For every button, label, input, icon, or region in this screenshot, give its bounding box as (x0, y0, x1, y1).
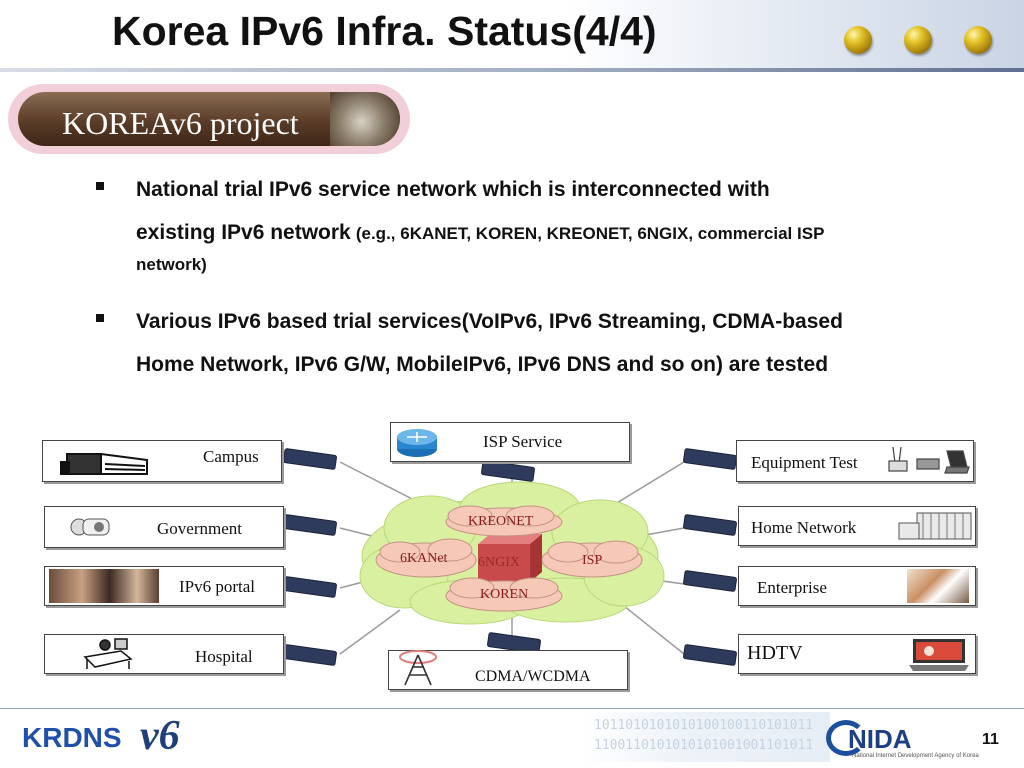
router-devices (283, 448, 737, 666)
bullet-item: National trial IPv6 service network whic… (96, 168, 1016, 280)
binary-text: 1011010101010100100110101011 (594, 718, 814, 733)
slide-title: Korea IPv6 Infra. Status(4/4) (112, 8, 657, 54)
node-isp-service: ISP Service (390, 422, 630, 462)
nida-logo: NIDA (848, 724, 912, 754)
square-bullet-icon (96, 314, 104, 322)
node-hospital: Hospital (44, 634, 284, 674)
gold-ball-icon (964, 26, 992, 54)
node-label: Equipment Test (751, 453, 858, 472)
node-enterprise: Enterprise (738, 566, 976, 606)
router-cylinder-icon (397, 429, 437, 457)
cloud-label: KOREN (480, 587, 529, 602)
router-icon (683, 570, 737, 592)
router-icon (283, 514, 337, 536)
node-label: HDTV (747, 642, 803, 664)
diagram-lines (283, 448, 737, 666)
enterprise-photo-icon (907, 569, 969, 603)
node-label: Government (157, 519, 242, 538)
cloud-label: KREONET (468, 514, 534, 529)
project-pill (18, 92, 400, 146)
router-icon (683, 644, 737, 666)
antenna-tower-icon (399, 650, 437, 686)
cloud-label: 6NGIX (478, 555, 520, 570)
router-icon (683, 514, 737, 536)
node-label: IPv6 portal (179, 577, 256, 596)
bullet-item: Various IPv6 based trial services(VoIPv6… (96, 300, 1016, 386)
krdns-v6-logo: v6 (140, 713, 180, 759)
router-icon (283, 644, 337, 666)
router-icon (481, 460, 535, 482)
koren-cloud (445, 577, 563, 612)
gold-ball-icon (844, 26, 872, 54)
gold-ball-icon (904, 26, 932, 54)
project-label: KOREAv6 project (62, 105, 299, 141)
6ngix-cube (478, 534, 542, 582)
cloud-label: 6KANet (400, 551, 448, 566)
page-number: 11 (982, 731, 999, 748)
bullet-note: (e.g., 6KANET, KOREN, KREONET, 6NGIX, co… (355, 224, 825, 243)
krdns-logo: KRDNS (22, 722, 122, 753)
cloud-label: ISP (582, 553, 603, 568)
portal-photo-icon (49, 569, 159, 603)
header-rule (0, 68, 1024, 72)
node-ipv6-portal: IPv6 portal (44, 566, 284, 606)
tv-icon (909, 639, 969, 671)
router-icon (683, 448, 737, 470)
nida-subtitle: National Internet Development Agency of … (852, 753, 979, 759)
router-icon (283, 448, 337, 470)
campus-building-icon (60, 452, 148, 475)
bullet-note: network) (136, 255, 207, 274)
network-equipment-icon (888, 446, 970, 474)
bullet-text: Various IPv6 based trial services(VoIPv6… (136, 310, 843, 333)
kreonet-cloud (445, 505, 563, 537)
node-label: Home Network (751, 518, 857, 537)
bullet-list: National trial IPv6 service network whic… (96, 168, 1016, 386)
isp-cloud (541, 540, 643, 578)
apartment-building-icon (898, 512, 972, 540)
node-home-network: Home Network (738, 506, 976, 546)
bullet-text: existing IPv6 network (136, 221, 351, 244)
node-label: ISP Service (483, 432, 563, 451)
node-government: Government (44, 506, 284, 548)
node-cdma-wcdma: CDMA/WCDMA (388, 650, 628, 690)
footer-rule (0, 708, 1024, 709)
binary-text: 1100110101010101001001101011 (594, 738, 814, 753)
nida-ring-icon (826, 720, 866, 756)
6kanet-cloud (375, 538, 477, 578)
node-hdtv: HDTV (738, 634, 976, 674)
router-icon (283, 576, 337, 598)
node-campus: Campus (42, 440, 282, 482)
hospital-bed-icon (83, 638, 133, 669)
square-bullet-icon (96, 182, 104, 190)
node-label: Campus (203, 447, 259, 466)
bullet-text: Home Network, IPv6 G/W, MobileIPv6, IPv6… (136, 353, 829, 376)
bullet-text: National trial IPv6 service network whic… (136, 178, 770, 201)
node-label: CDMA/WCDMA (475, 668, 591, 685)
project-photo-icon (330, 92, 400, 146)
camera-icon (70, 518, 110, 536)
footer-binary-band (580, 712, 830, 762)
router-icon (487, 632, 541, 654)
node-label: Enterprise (757, 578, 827, 597)
network-diagram: Campus Government IPv6 portal Hospital (0, 410, 1024, 705)
node-label: Hospital (195, 647, 253, 666)
node-equipment-test: Equipment Test (736, 440, 974, 482)
